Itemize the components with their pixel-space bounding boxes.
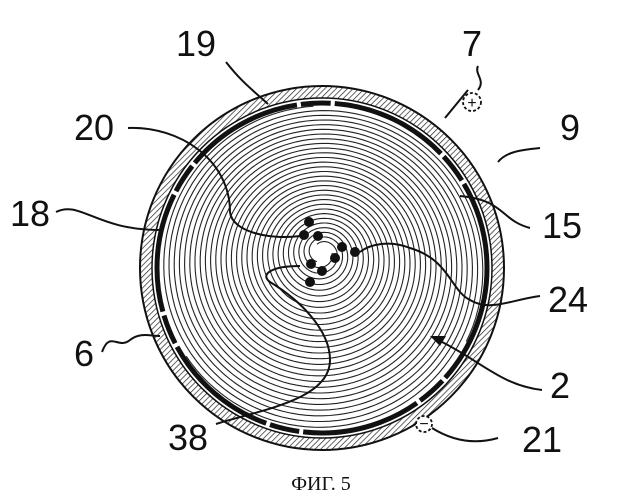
- label-21: 21: [522, 419, 562, 460]
- label-7: 7: [462, 23, 482, 64]
- leader-6: [102, 335, 160, 352]
- leader-19: [226, 62, 268, 104]
- label-18: 18: [10, 193, 50, 234]
- leader-7: [477, 66, 481, 90]
- label-6: 6: [74, 333, 94, 374]
- leader-9: [498, 148, 540, 162]
- label-2: 2: [550, 365, 570, 406]
- label-24: 24: [548, 279, 588, 320]
- label-19: 19: [176, 23, 216, 64]
- label-9: 9: [560, 107, 580, 148]
- negative-terminal: −: [416, 416, 432, 433]
- positive-terminal: +: [445, 90, 481, 118]
- label-38: 38: [168, 417, 208, 458]
- figure-caption: ФИГ. 5: [291, 473, 351, 495]
- positive-terminal-symbol: +: [467, 95, 476, 112]
- label-20: 20: [74, 107, 114, 148]
- negative-terminal-symbol: −: [419, 416, 428, 433]
- label-15: 15: [542, 205, 582, 246]
- leader-21: [432, 428, 498, 441]
